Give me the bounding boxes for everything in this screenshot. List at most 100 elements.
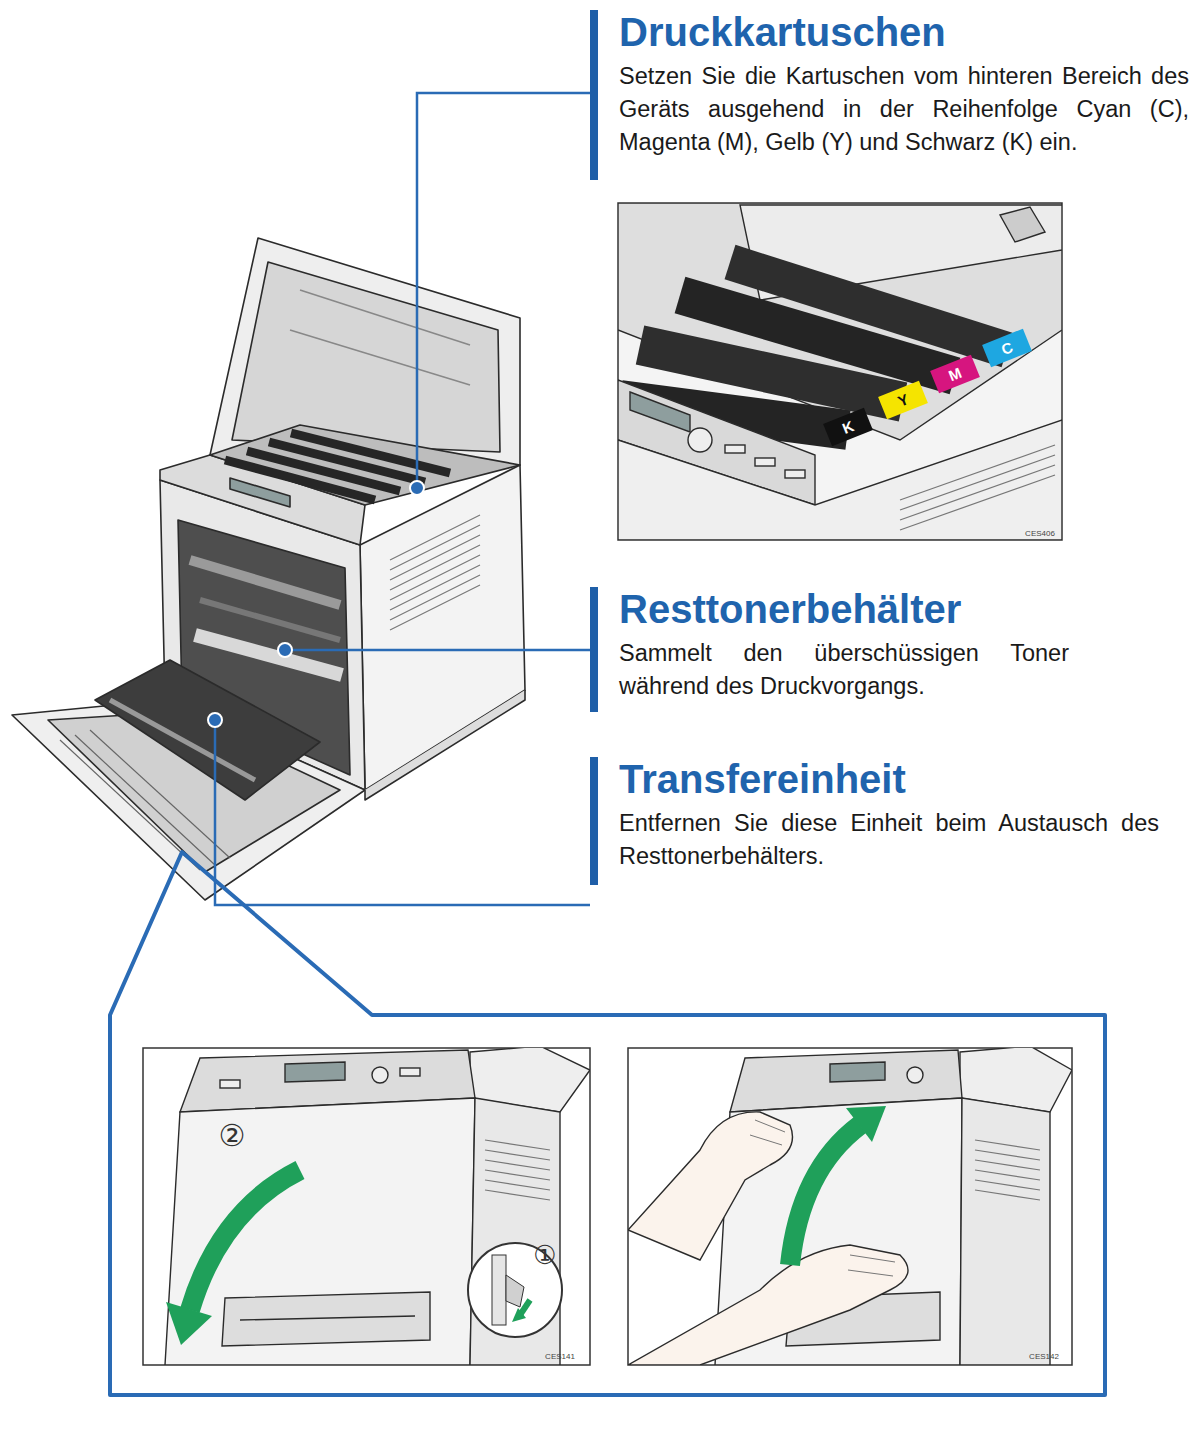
leader-dot: [410, 481, 424, 495]
step-panel: [850, 1255, 895, 1262]
printer-illustration: [300, 290, 470, 345]
cartridge-photo: [900, 475, 1055, 530]
printer-illustration: [365, 690, 525, 800]
printer-illustration: [210, 425, 520, 505]
step-panel: [240, 1316, 415, 1320]
step-number: ①: [533, 1240, 556, 1270]
cartridge-photo: [900, 445, 1055, 500]
step-panel: [166, 1302, 212, 1345]
printer-illustration: [12, 238, 525, 900]
step-panel: [628, 1046, 1072, 1365]
cartridge-photo: [930, 355, 980, 394]
step-panel: [975, 1140, 1040, 1150]
figure-code: CES142: [1029, 1352, 1059, 1361]
step-panel: [485, 1180, 550, 1190]
leader-line: [215, 720, 590, 905]
printer-illustration: [230, 478, 290, 507]
printer-illustration: [390, 515, 480, 630]
callout-heading: Druckkartuschen: [619, 10, 1189, 54]
step-panel: [846, 1106, 886, 1142]
step-panel: [975, 1170, 1040, 1180]
cartridge-photo: [618, 203, 1062, 540]
step-panel: [485, 1140, 550, 1200]
cartridge-photo: [823, 329, 1032, 447]
callout-block: ResttonerbehälterSammelt den überschüssi…: [590, 587, 1189, 712]
inset-frame: [110, 852, 1105, 1395]
figure-code: CES406: [1025, 529, 1055, 538]
cartridge-photo: [618, 203, 1062, 540]
printer-illustration: [390, 575, 480, 620]
cartridge-photo: [688, 428, 712, 452]
cartridge-photo: [900, 465, 1055, 520]
step-panel: [975, 1150, 1040, 1160]
step-panel: [285, 1062, 345, 1082]
step-panel: [190, 1170, 300, 1310]
callout-block: DruckkartuschenSetzen Sie die Kartuschen…: [590, 10, 1189, 180]
step-number: ②: [219, 1118, 246, 1153]
cartridge-photo: [785, 470, 805, 478]
step-panel: [485, 1160, 550, 1170]
step-panel: [400, 1068, 420, 1076]
step-panel: [628, 1048, 1072, 1365]
printer-illustration: [190, 560, 340, 605]
step-panel: [830, 1062, 885, 1082]
figure-code: CES141: [545, 1352, 575, 1361]
step-panel: [790, 1125, 860, 1265]
cartridge-photo: [1000, 207, 1045, 242]
step-panel: [907, 1067, 923, 1083]
step-panel: [750, 1135, 782, 1145]
cartridge-photo: [630, 392, 690, 432]
cartridge-photo: [755, 458, 775, 466]
step-panel: [750, 1120, 895, 1276]
printer-illustration: [200, 600, 340, 640]
leader-dot: [208, 713, 222, 727]
step-panel: [975, 1160, 1040, 1170]
printer-illustration: [390, 565, 480, 610]
step-panel: [165, 1098, 475, 1365]
step-panel: [222, 1292, 430, 1346]
printer-illustration: [60, 730, 230, 870]
step-panel: [485, 1140, 550, 1150]
leader-dot: [208, 481, 424, 727]
printer-illustration: [291, 433, 450, 473]
step-panel: [975, 1140, 1040, 1200]
leader-dot: [278, 643, 292, 657]
cartridge-photo: [725, 445, 745, 453]
step-panel: [485, 1190, 550, 1200]
printer-illustration: [195, 635, 342, 675]
printer-illustration: [390, 515, 480, 560]
cartridge-photo: [900, 455, 1055, 510]
callout-text: Setzen Sie die Kartuschen vom hinteren B…: [619, 60, 1189, 159]
printer-illustration: [290, 330, 470, 385]
cartridge-photo: [618, 203, 1062, 440]
printer-illustration: [390, 545, 480, 590]
step-panel: [512, 1308, 526, 1322]
cartridge-photo: [878, 381, 928, 420]
step-panel: [492, 1255, 506, 1325]
step-panel: [848, 1270, 893, 1276]
cartridge-photo: [823, 408, 873, 447]
callout-heading: Resttonerbehälter: [619, 587, 1189, 631]
callout-text: Entfernen Sie diese Einheit beim Austaus…: [619, 807, 1159, 873]
step-panel: [975, 1190, 1040, 1200]
printer-illustration: [210, 238, 520, 465]
step-panel: [143, 1046, 590, 1365]
printer-illustration: [390, 525, 480, 570]
step-panel: [220, 1080, 240, 1088]
step-panel: [165, 1048, 590, 1365]
printer-illustration: [95, 660, 320, 800]
printer-illustration: [75, 735, 215, 865]
printer-illustration: [90, 730, 230, 858]
printer-illustration: [390, 535, 480, 580]
printer-illustration: [60, 740, 200, 870]
cartridge-photo: [982, 329, 1032, 368]
cartridge-photo: [618, 203, 1062, 540]
step-panel: [755, 1120, 785, 1132]
callout-text: Sammelt den überschüssigen Toner während…: [619, 637, 1069, 703]
leader-line: [285, 649, 590, 652]
cartridge-photo: [900, 445, 1055, 530]
step-panel: [485, 1170, 550, 1180]
step-panel: [628, 1245, 908, 1365]
